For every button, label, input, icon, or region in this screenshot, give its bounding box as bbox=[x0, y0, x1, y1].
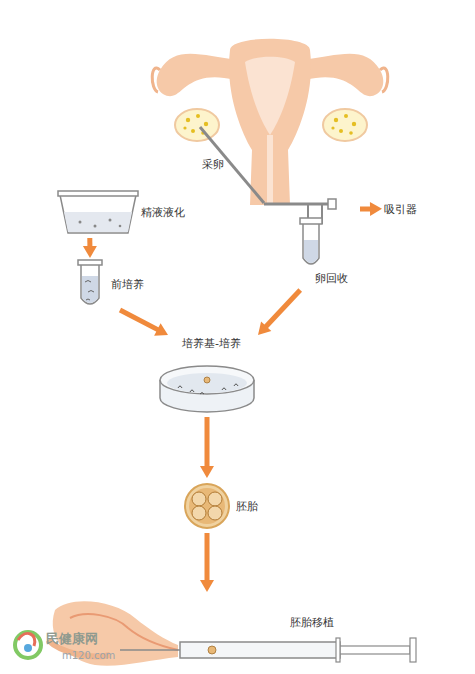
flow-arrow bbox=[200, 417, 214, 478]
semen-cup bbox=[58, 191, 138, 233]
step-node: 卵回收 bbox=[295, 200, 360, 290]
culture-tube bbox=[78, 260, 102, 304]
flow-arrow bbox=[360, 202, 382, 216]
uterus-illustration bbox=[152, 39, 388, 205]
flow-arrow bbox=[120, 310, 168, 336]
watermark-text: m120.com bbox=[62, 650, 115, 661]
arrow-shaft bbox=[120, 310, 159, 330]
step-node: 胚胎 bbox=[180, 478, 275, 533]
embryo-illustration bbox=[185, 484, 229, 528]
step-node: 采卵 bbox=[150, 15, 400, 195]
arrow-head bbox=[258, 321, 271, 335]
collection-tube bbox=[300, 218, 322, 264]
step-node: 前培养 bbox=[75, 258, 165, 310]
arrow-head bbox=[83, 246, 97, 258]
step-node: 培养基-培养 bbox=[150, 335, 275, 417]
flow-arrow bbox=[200, 533, 214, 592]
step-label: 采卵 bbox=[202, 158, 224, 172]
step-node: 精液液化 bbox=[55, 190, 200, 238]
step-label: 培养基-培养 bbox=[182, 337, 241, 351]
watermark-text: 民健康网 bbox=[46, 630, 98, 648]
transfer-illustration bbox=[48, 601, 416, 666]
arrow-head bbox=[200, 580, 214, 592]
step-label: 精液液化 bbox=[141, 206, 185, 220]
arrow-shaft bbox=[204, 417, 209, 468]
culture-dish bbox=[160, 366, 254, 412]
arrow-head bbox=[154, 323, 168, 335]
arrow-shaft bbox=[265, 290, 300, 328]
arrow-shaft bbox=[204, 533, 209, 582]
step-label: 卵回收 bbox=[315, 272, 348, 286]
flow-arrow bbox=[83, 238, 97, 258]
arrow-head bbox=[370, 202, 382, 216]
arrow-head bbox=[200, 466, 214, 478]
watermark-logo bbox=[15, 632, 41, 658]
step-label: 胚胎 bbox=[236, 500, 258, 514]
flow-arrow bbox=[258, 290, 300, 335]
step-label: 胚胎移植 bbox=[290, 616, 334, 630]
step-label: 前培养 bbox=[111, 278, 144, 292]
aspiration-needle bbox=[200, 127, 336, 232]
step-label: 吸引器 bbox=[384, 203, 417, 217]
step-node: 吸引器 bbox=[382, 200, 442, 222]
